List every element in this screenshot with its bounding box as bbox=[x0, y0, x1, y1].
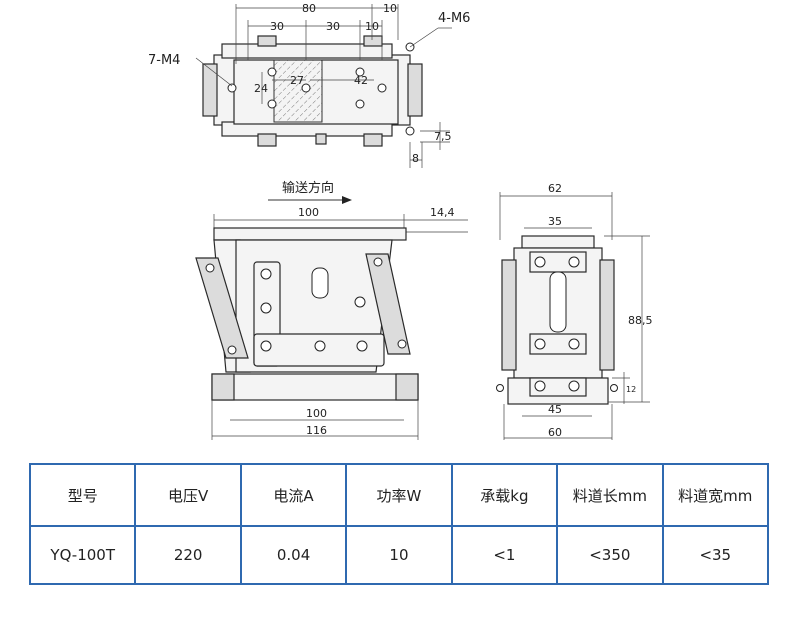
dim-88-5: 88,5 bbox=[628, 314, 653, 327]
dim-12: 12 bbox=[626, 385, 636, 394]
header-voltage: 电压V bbox=[134, 463, 242, 527]
label-4-m6: 4-M6 bbox=[438, 11, 470, 26]
cell-load: <1 bbox=[450, 525, 559, 585]
dim-60: 60 bbox=[548, 426, 562, 439]
cell-model: YQ-100T bbox=[28, 525, 137, 585]
dim-35: 35 bbox=[548, 215, 562, 228]
end-view: 62 35 88,5 12 45 60 bbox=[496, 182, 653, 440]
header-track-width: 料道宽mm bbox=[661, 463, 770, 527]
dim-30-left: 30 bbox=[270, 20, 284, 33]
dim-side-100-base: 100 bbox=[306, 407, 327, 420]
header-model: 型号 bbox=[28, 463, 137, 527]
spec-data-row: YQ-100T 220 0.04 10 <1 <350 <35 bbox=[28, 525, 770, 585]
cell-track-length: <350 bbox=[556, 525, 664, 585]
header-power: 功率W bbox=[345, 463, 453, 527]
dim-10-second: 10 bbox=[365, 20, 379, 33]
technical-drawing: 80 10 30 30 10 24 27 42 7,5 8 7-M4 4-M6 … bbox=[148, 2, 653, 440]
conveying-direction-label: 输送方向 bbox=[282, 180, 334, 196]
dim-116: 116 bbox=[306, 424, 327, 437]
label-7-m4: 7-M4 bbox=[148, 53, 180, 68]
cell-current: 0.04 bbox=[239, 525, 348, 585]
spec-header-row: 型号 电压V 电流A 功率W 承载kg 料道长mm 料道宽mm bbox=[28, 463, 770, 527]
side-view: 输送方向 100 14,4 bbox=[195, 180, 468, 440]
header-track-length: 料道长mm bbox=[556, 463, 664, 527]
dim-10-top: 10 bbox=[383, 2, 397, 15]
dim-27: 27 bbox=[290, 74, 304, 87]
spec-table: 型号 电压V 电流A 功率W 承载kg 料道长mm 料道宽mm YQ-100T … bbox=[28, 463, 770, 585]
dim-62: 62 bbox=[548, 182, 562, 195]
top-view: 80 10 30 30 10 24 27 42 7,5 8 7-M4 4-M6 bbox=[148, 2, 470, 168]
cell-power: 10 bbox=[345, 525, 453, 585]
dim-24: 24 bbox=[254, 82, 268, 95]
dim-7-5: 7,5 bbox=[434, 130, 452, 143]
header-current: 电流A bbox=[239, 463, 348, 527]
dim-14-4: 14,4 bbox=[430, 206, 455, 219]
cell-voltage: 220 bbox=[134, 525, 242, 585]
dim-8: 8 bbox=[412, 152, 419, 165]
dim-30-right: 30 bbox=[326, 20, 340, 33]
dim-side-100-top: 100 bbox=[298, 206, 319, 219]
cell-track-width: <35 bbox=[661, 525, 770, 585]
header-load: 承载kg bbox=[450, 463, 559, 527]
dim-45: 45 bbox=[548, 403, 562, 416]
dim-42: 42 bbox=[354, 74, 368, 87]
dim-80: 80 bbox=[302, 2, 316, 15]
